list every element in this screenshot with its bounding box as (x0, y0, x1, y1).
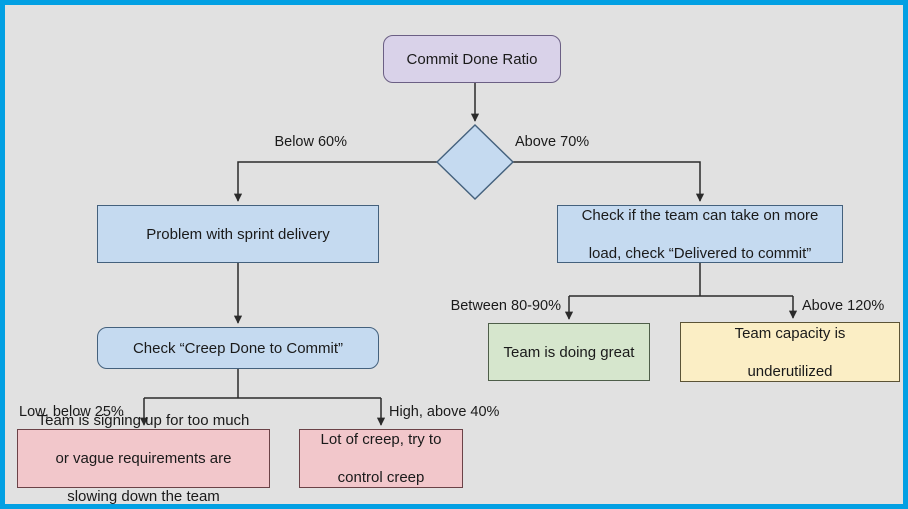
edge-label-below-60: Below 60% (274, 134, 347, 151)
node-label-line: Check if the team can take on more (581, 206, 819, 224)
edge-label-text: Above 120% (802, 298, 885, 314)
node-check-creep-done-to-commit[interactable]: Check “Creep Done to Commit” (97, 327, 379, 369)
node-label: Team is signing up for too much or vague… (26, 411, 262, 505)
node-label-line: Lot of creep, try to (320, 431, 442, 448)
node-label-line: Team capacity is (734, 324, 846, 342)
edge-label-text: Between 80-90% (450, 298, 561, 314)
node-problem-with-sprint-delivery[interactable]: Problem with sprint delivery (97, 205, 379, 263)
edge-label-text: Below 60% (274, 134, 347, 150)
node-label: Team capacity is underutilized (723, 324, 858, 381)
edge-label-text: High, above 40% (389, 404, 500, 420)
node-team-is-doing-great[interactable]: Team is doing great (488, 323, 650, 381)
node-label: Lot of creep, try to control creep (309, 430, 454, 487)
edge-label-text: Above 70% (515, 134, 590, 150)
edge-label-high-above-40: High, above 40% (389, 404, 499, 421)
node-team-capacity-underutilized[interactable]: Team capacity is underutilized (680, 322, 900, 382)
node-label: Team is doing great (503, 343, 635, 361)
edge-label-between-80-90: Between 80-90% (451, 298, 561, 315)
node-label: Commit Done Ratio (406, 50, 538, 68)
node-label: Check if the team can take on more load,… (570, 206, 831, 263)
edge-decision-to-sprint-problem (233, 161, 437, 202)
node-label-line: underutilized (747, 362, 833, 380)
node-label: Problem with sprint delivery (146, 225, 330, 243)
edge-label-low-below-25: Low, below 25% (19, 404, 124, 421)
edge-decision-to-check-more-load (513, 161, 705, 202)
node-label-line: slowing down the team (67, 488, 220, 505)
node-check-more-load[interactable]: Check if the team can take on more load,… (557, 205, 843, 263)
node-label-line: control creep (337, 469, 425, 486)
edge-label-above-120: Above 120% (802, 298, 884, 315)
node-label-line: or vague requirements are (55, 450, 232, 467)
decision-diamond (435, 124, 515, 200)
node-commit-done-ratio[interactable]: Commit Done Ratio (383, 35, 561, 83)
connector-layer (139, 83, 798, 426)
edge-label-text: Low, below 25% (19, 404, 124, 420)
node-signing-up-for-too-much[interactable]: Team is signing up for too much or vague… (17, 412, 270, 504)
node-label: Check “Creep Done to Commit” (132, 339, 344, 357)
node-label-line: load, check “Delivered to commit” (588, 244, 812, 262)
edge-label-above-70: Above 70% (515, 134, 589, 151)
node-lot-of-creep[interactable]: Lot of creep, try to control creep (299, 429, 463, 488)
